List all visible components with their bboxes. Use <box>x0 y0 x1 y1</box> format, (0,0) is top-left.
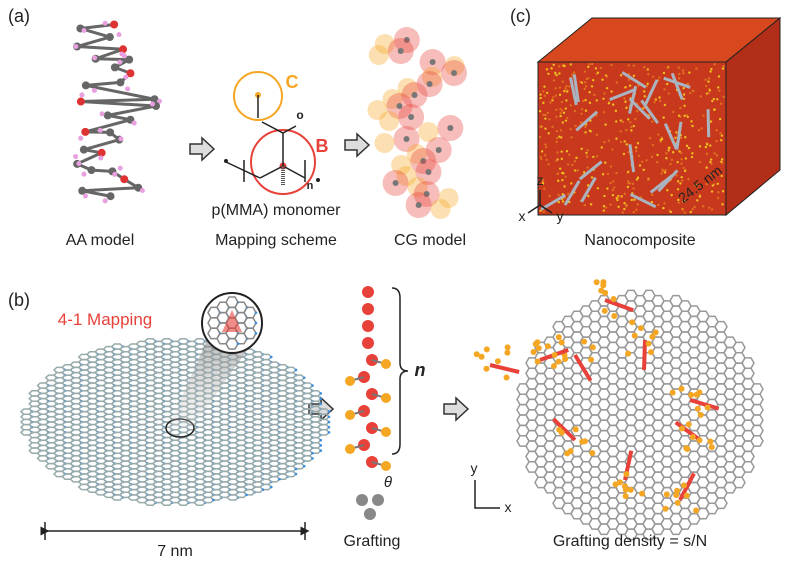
aa-model-molecule <box>73 20 162 204</box>
scale-label: 7 nm <box>157 543 193 560</box>
grafting-density-label: Grafting density = s/N <box>552 533 708 550</box>
cg-model-molecule <box>367 27 468 219</box>
arrow-icon <box>344 132 371 158</box>
graphene-sheet <box>19 338 331 506</box>
axis-x-label: x <box>518 208 526 224</box>
bead-b-label: B <box>315 136 329 156</box>
nanocomposite-label: Nanocomposite <box>584 232 696 249</box>
arrow-icon <box>189 136 216 162</box>
chain-length-label: n <box>414 360 426 380</box>
xyz-axes-icon <box>527 190 553 214</box>
arrow-icon <box>443 396 470 422</box>
grafted-graphene <box>473 279 764 541</box>
mapping-scheme-label: Mapping scheme <box>215 232 337 249</box>
cg-model-label: CG model <box>393 232 467 249</box>
bead-c-label: C <box>285 72 299 92</box>
oxygen-label: o <box>296 108 304 122</box>
axis-z-label: z <box>536 172 544 188</box>
grafted-chain <box>345 286 391 520</box>
panel-label-c: (c) <box>510 6 531 26</box>
mapping-scheme-structure <box>224 71 320 195</box>
repeat-n-label: n <box>306 180 314 192</box>
aa-model-label: AA model <box>65 232 135 249</box>
scale-bar <box>40 522 310 540</box>
nanocomposite-cube <box>536 16 782 217</box>
axis-x-label-b: x <box>504 499 512 515</box>
monomer-label: p(MMA) monomer <box>211 202 341 219</box>
grafting-label: Grafting <box>343 533 401 550</box>
mapping-41-label: 4-1 Mapping <box>57 310 153 329</box>
axis-y-label: y <box>556 208 564 224</box>
theta-label: θ <box>383 474 393 491</box>
panel-label-a: (a) <box>8 6 30 26</box>
brace <box>391 287 409 455</box>
zoom-inset <box>201 292 263 354</box>
xy-axes-icon <box>474 480 500 509</box>
zoom-cone <box>168 338 256 428</box>
axis-y-label-b: y <box>470 460 478 476</box>
panel-label-b: (b) <box>8 290 30 310</box>
